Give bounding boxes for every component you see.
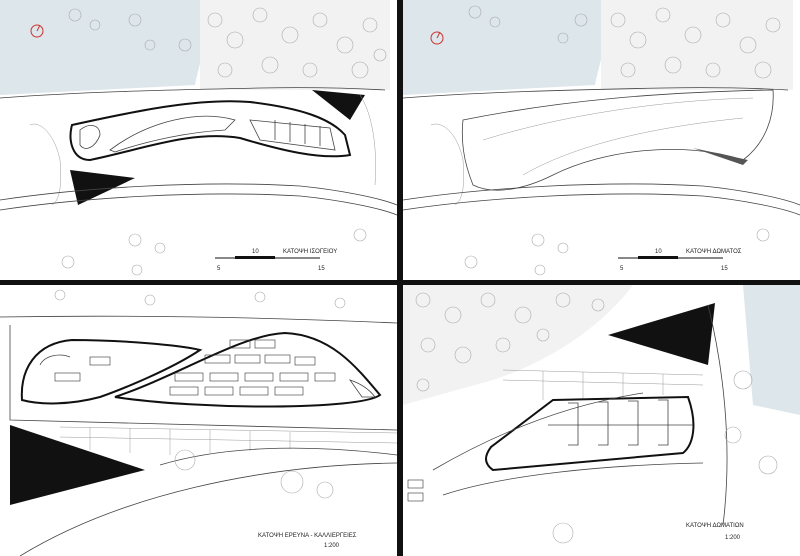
- tree-cluster: [403, 285, 633, 405]
- panel-title: ΚΑΤΟΨΗ ΔΩΜΑΤΟΣ: [686, 249, 742, 255]
- sparse-trees: [54, 289, 346, 309]
- cultivation-beds: [407, 479, 424, 502]
- scale-tick-10: 10: [252, 249, 259, 255]
- roof-drawing: 10 5 15 ΚΑΤΟΨΗ ΔΩΜΑΤΟΣ: [403, 0, 800, 276]
- path-edge: [432, 392, 644, 471]
- building-outline: [20, 331, 382, 408]
- coastline: [403, 87, 789, 99]
- scale-tick-10: 10: [655, 249, 662, 255]
- panel-ground-floor: 10 5 15 ΚΑΤΟΨΗ ΙΣΟΓΕΙΟΥ: [0, 0, 397, 280]
- landscape-curve-east: [707, 304, 728, 526]
- water-area: [403, 0, 615, 95]
- ground-floor-drawing: 10 5 15 ΚΑΤΟΨΗ ΙΣΟΓΕΙΟΥ: [0, 0, 397, 276]
- black-wedge: [10, 425, 145, 505]
- research-drawing: ΚΑΤΟΨΗ ΕΡΕΥΝΑ - ΚΑΛΛΙΕΡΓΕΙΕΣ 1:200: [0, 289, 397, 556]
- coastline: [0, 87, 386, 99]
- panel-scale: 1:200: [725, 535, 741, 541]
- water-area: [0, 0, 215, 95]
- panel-rooms: ΚΑΤΟΨΗ ΔΩΜΑΤΙΩΝ 1:200: [403, 285, 800, 556]
- cultivation-beds: [54, 339, 336, 396]
- panel-title: ΚΑΤΟΨΗ ΙΣΟΓΕΙΟΥ: [283, 249, 337, 255]
- landscape-curve-east: [359, 94, 376, 186]
- garden-trees: [174, 449, 334, 499]
- black-wedge-south: [70, 170, 135, 205]
- road-edge-south: [403, 193, 800, 216]
- panel-roof: 10 5 15 ΚΑΤΟΨΗ ΔΩΜΑΤΟΣ: [403, 0, 800, 280]
- scale-bar: [215, 256, 320, 259]
- road-edge-north: [0, 183, 397, 206]
- black-wedge-north: [312, 90, 365, 120]
- scale-tick-15: 15: [318, 266, 325, 272]
- rooms-drawing: ΚΑΤΟΨΗ ΔΩΜΑΤΙΩΝ 1:200: [403, 285, 800, 544]
- road-edge-north: [403, 183, 800, 206]
- scale-tick-5: 5: [620, 266, 624, 272]
- tree-cluster: [68, 0, 390, 90]
- panel-title: ΚΑΤΟΨΗ ΕΡΕΥΝΑ - ΚΑΛΛΙΕΡΓΕΙΕΣ: [258, 533, 357, 539]
- canopy-structure: [59, 426, 397, 455]
- panel-title: ΚΑΤΟΨΗ ΔΩΜΑΤΙΩΝ: [686, 523, 744, 529]
- black-wedge: [608, 303, 715, 365]
- scale-tick-5: 5: [217, 266, 221, 272]
- panel-research-cultivation: ΚΑΤΟΨΗ ΕΡΕΥΝΑ - ΚΑΛΛΙΕΡΓΕΙΕΣ 1:200: [0, 285, 397, 556]
- frame-outline: [9, 325, 397, 431]
- path-edge-lower: [19, 462, 397, 556]
- tree-cluster: [468, 0, 793, 90]
- panel-scale: 1:200: [324, 543, 340, 549]
- road-edge-south: [0, 193, 397, 216]
- upper-boundary: [0, 315, 397, 324]
- roof-outline: [461, 89, 774, 191]
- panel-divider-horizontal: [0, 280, 800, 285]
- garden-trees: [464, 228, 770, 276]
- path-edge: [159, 447, 397, 466]
- scale-bar: [618, 256, 723, 259]
- north-arrow-icon: [430, 31, 444, 45]
- path-edge-lower: [442, 462, 704, 496]
- north-arrow-icon: [30, 24, 44, 38]
- building-outline: [69, 100, 352, 162]
- garden-trees: [61, 228, 367, 276]
- panel-divider-vertical: [397, 0, 403, 556]
- garden-trees: [552, 370, 778, 544]
- water-area: [743, 285, 800, 415]
- scale-tick-15: 15: [721, 266, 728, 272]
- building-outline: [485, 395, 695, 472]
- canopy-structure: [502, 369, 704, 400]
